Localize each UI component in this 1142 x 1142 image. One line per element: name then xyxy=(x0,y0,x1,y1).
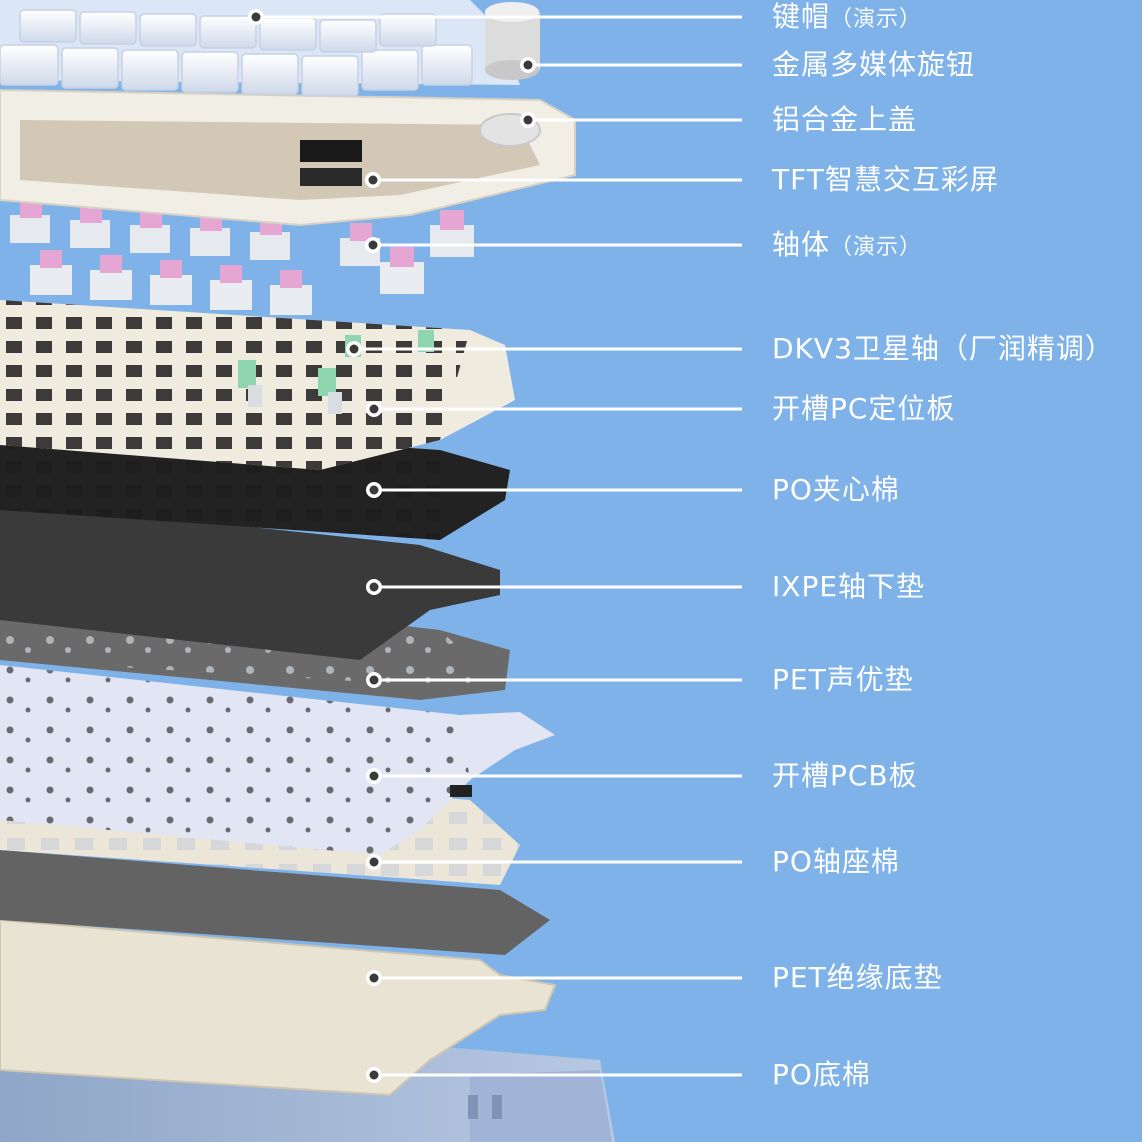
callout-dot-center xyxy=(369,675,379,685)
layer-label-tft-screen: TFT智慧交互彩屏 xyxy=(772,163,999,196)
pet-insulation-pad-layer xyxy=(0,850,550,955)
callout-dot-center xyxy=(369,485,379,495)
layer-label-pet-acoustic-pad: PET声优垫 xyxy=(772,663,914,696)
layer-label-knob: 金属多媒体旋钮 xyxy=(772,48,976,81)
layer-label-keycaps: 键帽（演示） xyxy=(772,0,923,33)
callout-dot-center xyxy=(369,404,379,414)
callout-dot-center xyxy=(369,582,379,592)
slotted-pcb-layer xyxy=(0,665,555,855)
tft-screen xyxy=(300,140,362,162)
callout-dot-center xyxy=(349,344,359,354)
callout-dot-center xyxy=(523,115,533,125)
layer-label-bottom-foam: PO底棉 xyxy=(772,1058,871,1091)
layer-label-stabilizers: DKV3卫星轴（厂润精调） xyxy=(772,332,1114,365)
aluminum-top-cover-layer xyxy=(0,88,576,227)
keycap-layer xyxy=(0,0,540,97)
callout-dot-center xyxy=(369,771,379,781)
switch-layer xyxy=(10,200,474,414)
callout-dot-center xyxy=(368,240,378,250)
ixpe-pad-layer xyxy=(0,500,500,660)
callout-dot-center xyxy=(251,12,261,22)
switch-row-2 xyxy=(30,247,424,315)
callout-dot-center xyxy=(368,175,378,185)
callout-dot-center xyxy=(369,973,379,983)
layer-label-switch-foam: PO轴座棉 xyxy=(772,845,900,878)
switch-row-1 xyxy=(10,200,474,266)
layer-label-switches: 轴体（演示） xyxy=(772,228,923,261)
layer-label-top-cover: 铝合金上盖 xyxy=(772,103,918,136)
layer-label-insulation-pad: PET绝缘底垫 xyxy=(772,961,943,994)
callout-lines xyxy=(248,9,742,1083)
callout-dot-center xyxy=(523,60,533,70)
callout-dot-center xyxy=(369,1070,379,1080)
layer-label-sandwich-foam: PO夹心棉 xyxy=(772,473,900,506)
po-bottom-foam-layer xyxy=(0,918,557,1097)
layer-label-pc-plate: 开槽PC定位板 xyxy=(772,392,956,425)
layer-label-pcb: 开槽PCB板 xyxy=(772,759,918,792)
callout-dot-center xyxy=(369,857,379,867)
layer-label-ixpe-pad: IXPE轴下垫 xyxy=(772,570,926,603)
